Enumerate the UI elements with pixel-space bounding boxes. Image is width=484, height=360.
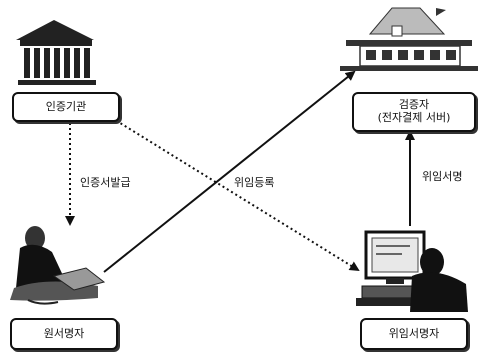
- node-verifier-label-line2: (전자결제 서버): [377, 111, 451, 124]
- node-proxy-label: 위임서명자: [388, 327, 440, 340]
- person-with-laptop-icon: [10, 226, 106, 305]
- node-signer: 원서명자: [10, 318, 118, 350]
- node-signer-label: 원서명자: [43, 327, 85, 340]
- node-verifier-label-line1: 검증자: [398, 98, 430, 111]
- server-building-icon: [340, 7, 478, 71]
- node-ca-label: 인증기관: [45, 100, 87, 113]
- person-at-computer-icon: [356, 230, 468, 312]
- edge-ca-to-proxy: [111, 117, 360, 272]
- edge-label-register-delegation: 위임등록: [232, 176, 277, 189]
- node-verifier: 검증자 (전자결제 서버): [352, 92, 476, 132]
- edge-label-proxy-signature: 위임서명: [420, 170, 465, 183]
- node-ca: 인증기관: [12, 92, 120, 122]
- node-proxy: 위임서명자: [360, 318, 468, 350]
- government-building-icon: [16, 20, 96, 85]
- edge-register-delegation: [103, 70, 356, 273]
- edge-label-issue-cert: 인증서발급: [78, 176, 133, 189]
